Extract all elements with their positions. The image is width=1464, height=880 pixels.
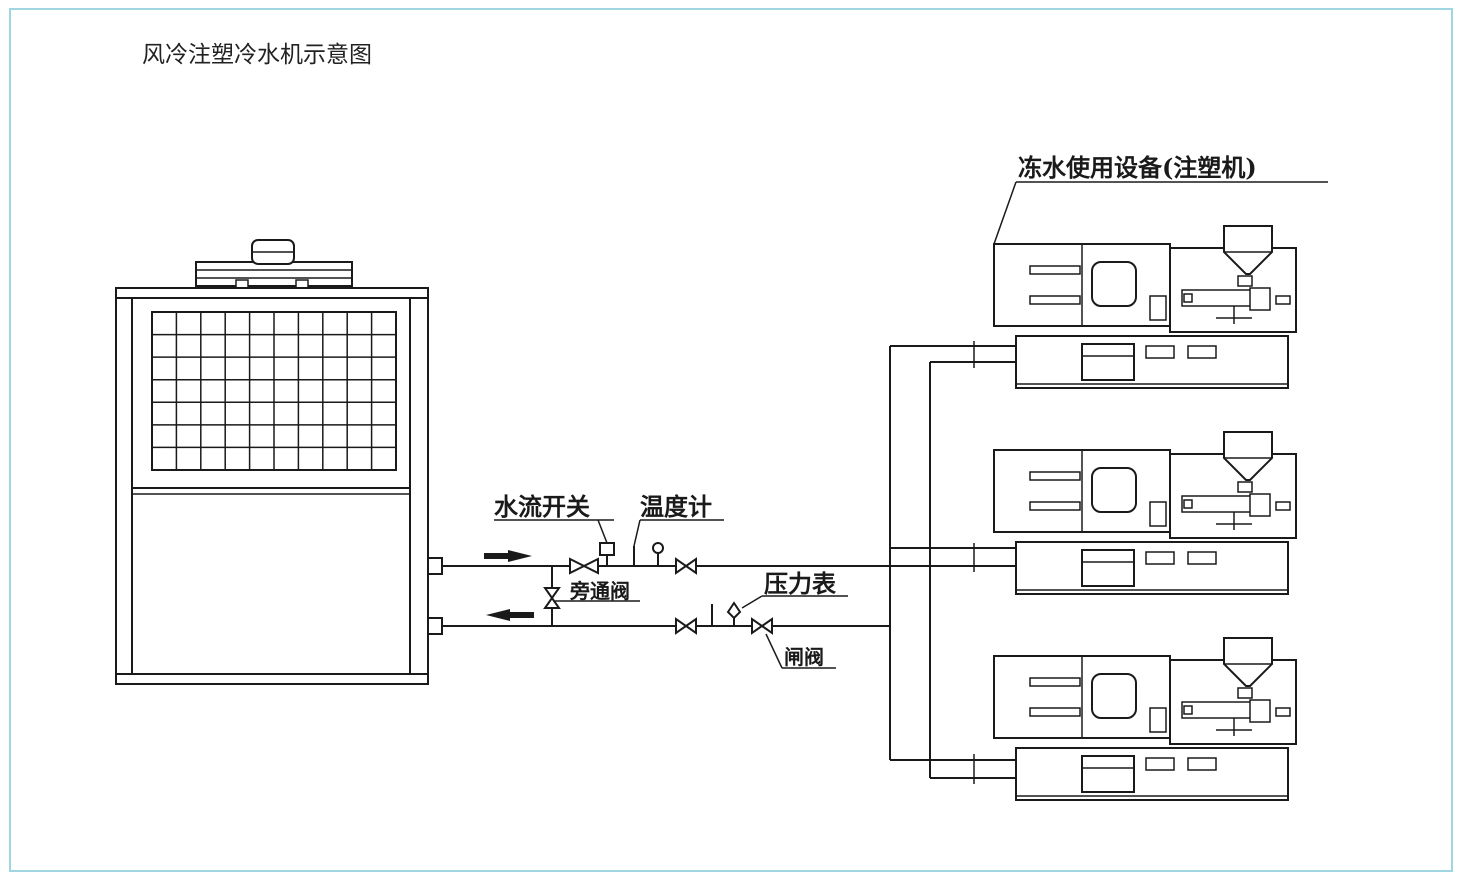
flow-switch-label: 水流开关 — [494, 492, 590, 521]
bypass-valve-icon — [543, 587, 561, 609]
fan-icon — [195, 239, 353, 289]
bypass-valve-label: 旁通阀 — [569, 579, 630, 603]
flow-arrow-out-icon — [484, 550, 532, 562]
injection-molding-machines — [993, 225, 1297, 801]
injection-machine-icon — [993, 225, 1297, 389]
diagram-frame — [9, 8, 1453, 872]
condenser-grid — [151, 311, 397, 471]
diagram-title: 风冷注塑冷水机示意图 — [142, 42, 372, 68]
valve-supply-1-icon — [569, 557, 599, 575]
gate-valve-icon — [751, 617, 773, 635]
pressure-gauge-label: 压力表 — [764, 569, 837, 598]
pressure-gauge-icon — [726, 601, 742, 626]
injection-machine-icon — [993, 431, 1297, 595]
chiller-unit — [115, 239, 443, 685]
piping — [442, 341, 1016, 784]
gate-valve-label: 闸阀 — [784, 645, 824, 669]
inlet-stub — [427, 617, 443, 635]
gauge-small-icon — [652, 542, 664, 566]
thermometer-label: 温度计 — [640, 492, 712, 521]
outlet-stub — [427, 557, 443, 575]
valve-return-1-icon — [675, 617, 697, 635]
flow-switch-icon — [599, 542, 615, 566]
equipment-label: 冻水使用设备(注塑机) — [1018, 153, 1257, 182]
injection-machine-icon — [993, 637, 1297, 801]
flow-arrow-in-icon — [486, 609, 534, 621]
valve-supply-2-icon — [675, 557, 697, 575]
